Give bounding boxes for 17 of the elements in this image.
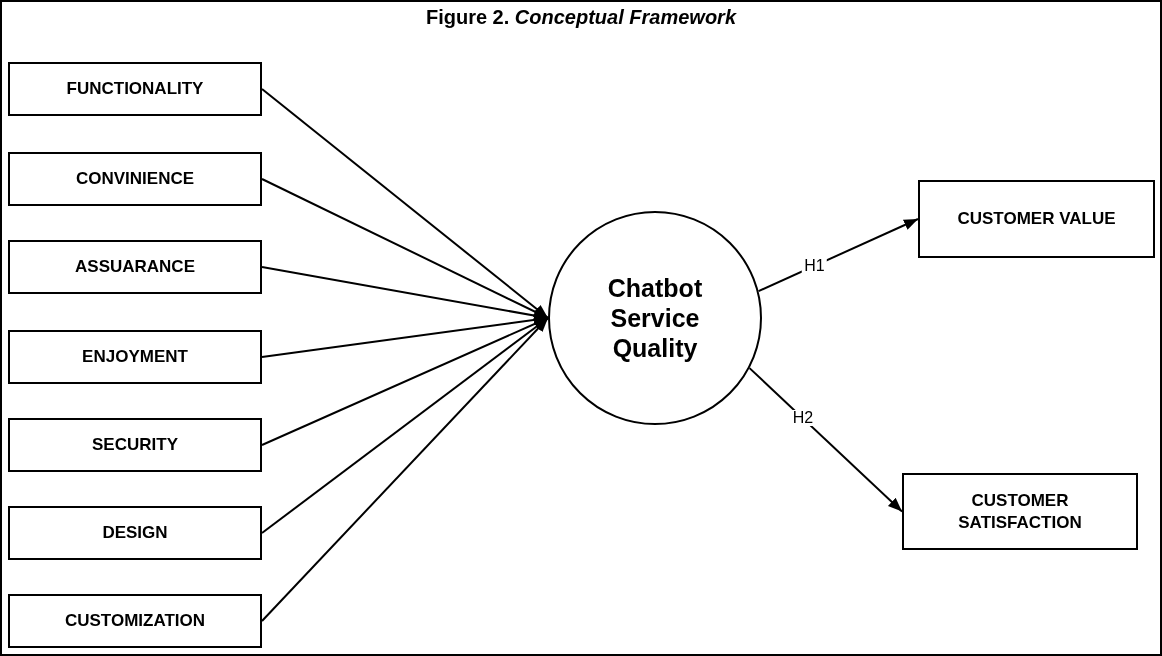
edge-label: H2: [790, 410, 816, 427]
construct-circle: [548, 211, 762, 425]
construct-label: Chatbot Service Quality: [606, 273, 704, 363]
arrow: [261, 88, 549, 319]
figure-title: Figure 2. Conceptual Framework: [424, 5, 738, 30]
variable-box: DESIGN: [8, 506, 262, 560]
edge-label: H1: [802, 257, 827, 274]
variable-box: ENJOYMENT: [8, 330, 262, 384]
arrow: [261, 317, 549, 622]
variable-box: CUSTOMER SATISFACTION: [902, 473, 1138, 550]
arrow: [748, 367, 903, 513]
variable-box: SECURITY: [8, 418, 262, 472]
variable-box: FUNCTIONALITY: [8, 62, 262, 116]
variable-box: CUSTOMIZATION: [8, 594, 262, 648]
variable-box: CUSTOMER VALUE: [918, 180, 1155, 258]
variable-box: ASSUARANCE: [8, 240, 262, 294]
variable-box: CONVINIENCE: [8, 152, 262, 206]
